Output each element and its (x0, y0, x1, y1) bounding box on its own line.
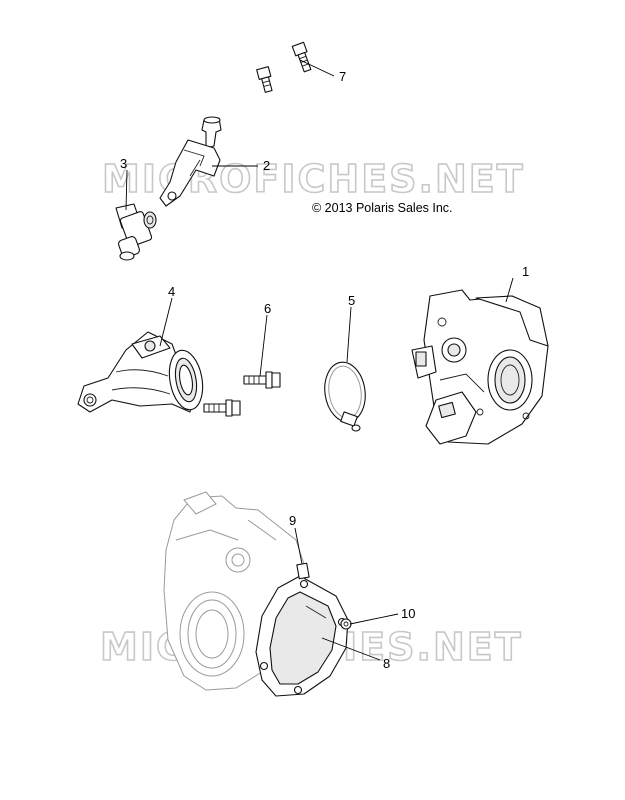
callout-2: 2 (263, 158, 270, 173)
leader-lines (125, 59, 514, 661)
callout-5: 5 (348, 293, 355, 308)
part-7-bolts (256, 41, 312, 93)
part-4-intake-adapter (77, 331, 204, 413)
callout-6: 6 (264, 301, 271, 316)
part-1-throttle-body (411, 289, 549, 445)
callout-numbers: 1 2 3 4 5 6 7 8 9 10 (120, 69, 529, 671)
part-2-fuel-rail (159, 116, 222, 207)
callout-9: 9 (289, 513, 296, 528)
callout-7: 7 (339, 69, 346, 84)
part-6-bolts (203, 371, 281, 417)
part-8-gasket (255, 575, 349, 697)
callout-1: 1 (522, 264, 529, 279)
callout-4: 4 (168, 284, 175, 299)
callout-8: 8 (383, 656, 390, 671)
callout-3: 3 (120, 156, 127, 171)
callout-10: 10 (401, 606, 415, 621)
part-3-fuel-injector (115, 203, 157, 261)
copyright-notice: © 2013 Polaris Sales Inc. (312, 201, 453, 215)
part-5-clamp (324, 361, 366, 432)
part-10-screw (340, 618, 352, 630)
